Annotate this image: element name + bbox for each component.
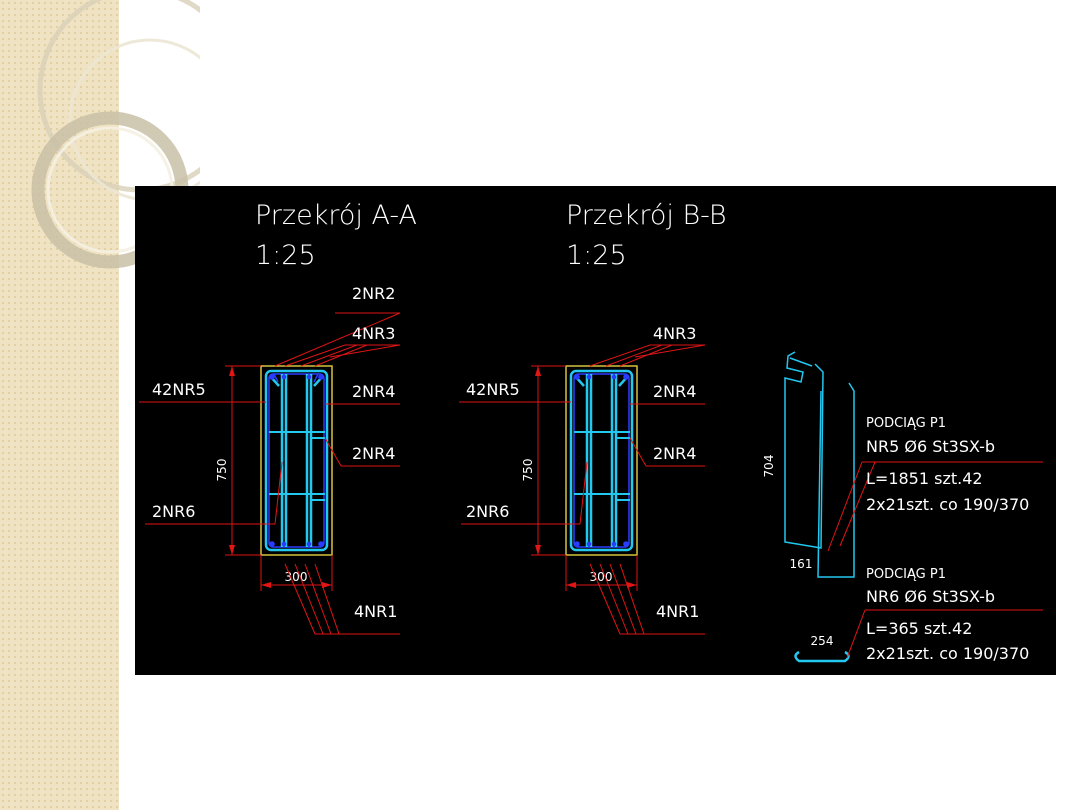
cad-drawing: Przekrój A-A 1:25 [135,186,1056,675]
section-b-height-label: 750 [521,459,535,482]
section-b-label-nr5: 42NR5 [466,380,520,399]
section-a-width-dim [260,555,333,591]
bar-nr5-height-label: 704 [762,455,776,478]
section-b-label-nr3: 4NR3 [653,324,696,343]
section-b-label-nr4b: 2NR4 [653,444,696,463]
section-a-title: Przekrój A-A [255,200,417,231]
section-a-label-nr4a: 2NR4 [352,382,395,401]
bar-nr5-shape [784,351,855,578]
section-a-height-label: 750 [215,459,229,482]
bar-nr6-width-label: 254 [811,634,834,648]
bar-nr5-spacing: 2x21szt. co 190/370 [866,495,1029,514]
bar-nr6-title: PODCIĄG P1 [866,567,946,582]
bar-nr5-spec: NR5 Ø6 St3SX-b [866,437,995,456]
section-a-label-nr1: 4NR1 [354,602,397,621]
bar-nr6-spacing: 2x21szt. co 190/370 [866,644,1029,663]
section-a-scale: 1:25 [255,240,316,271]
section-a-outline [260,365,333,556]
section-b-stirrup [569,369,634,552]
section-a-label-nr5: 42NR5 [152,380,206,399]
section-a-height-dim [225,365,261,556]
section-b-width-dim [565,555,638,591]
bar-nr5-title: PODCIĄG P1 [866,416,946,431]
section-b-label-nr4a: 2NR4 [653,382,696,401]
section-b-height-dim [531,365,566,556]
section-a: Przekrój A-A 1:25 [139,200,417,635]
section-a-stirrup [264,369,329,552]
section-b-label-nr1: 4NR1 [656,602,699,621]
section-b-outline [565,365,638,556]
bar-nr6-length: L=365 szt.42 [866,619,972,638]
bar-nr5-width-label: 161 [790,557,813,571]
bar-nr6-shape [794,650,850,663]
section-b-title: Przekrój B-B [566,200,727,231]
section-b-label-nr6: 2NR6 [466,502,509,521]
section-a-label-nr2: 2NR2 [352,284,395,303]
bar-nr6-spec: NR6 Ø6 St3SX-b [866,587,995,606]
section-a-label-nr6: 2NR6 [152,502,195,521]
bar-nr5-length: L=1851 szt.42 [866,469,983,488]
section-a-label-nr4b: 2NR4 [352,444,395,463]
section-a-label-nr3: 4NR3 [352,324,395,343]
section-b: Przekrój B-B 1:25 750 [459,200,727,635]
section-b-scale: 1:25 [566,240,627,271]
